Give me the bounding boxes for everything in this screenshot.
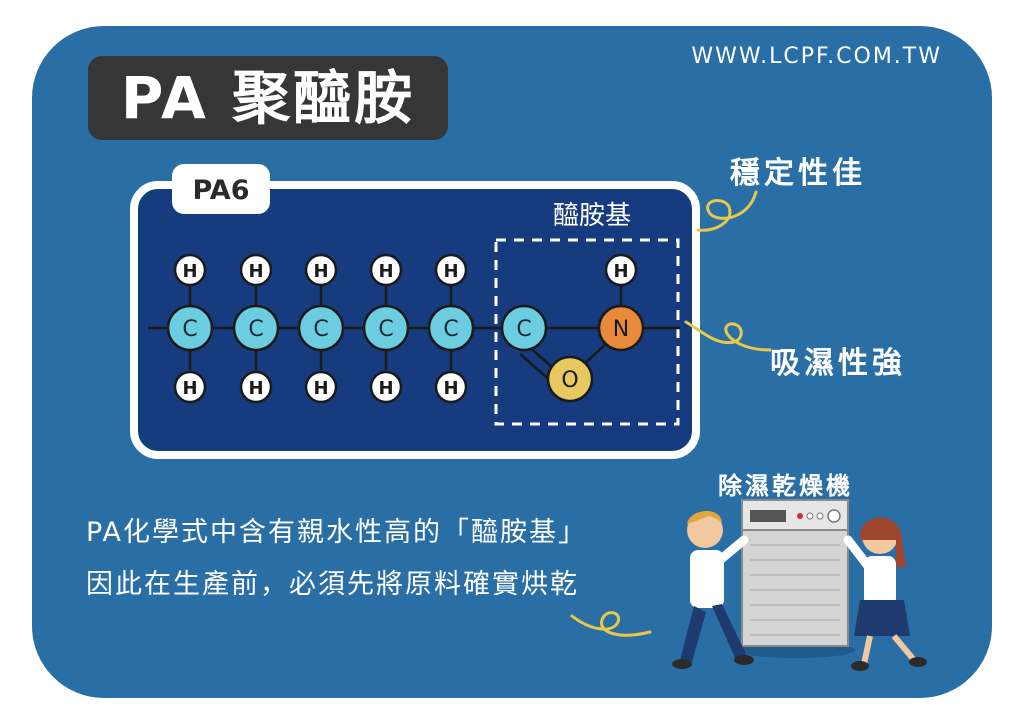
carbon-label: C: [378, 317, 393, 342]
dryer-illustration: [735, 499, 855, 658]
carbon-label: C: [443, 317, 458, 342]
website-url: WWW.LCPF.COM.TW: [691, 44, 942, 69]
carbon-label: C: [313, 317, 328, 342]
description-line-2: 因此在生產前，必須先將原料確實烘乾: [86, 569, 579, 600]
description-line-1: PA化學式中含有親水性高的「醯胺基」: [86, 517, 588, 548]
hydrogen-atom: H: [434, 370, 468, 404]
hydrogen-label: H: [248, 261, 263, 282]
amide-group-label: 醯胺基: [553, 201, 631, 231]
carbon-atom: C: [166, 304, 214, 352]
title-box: [88, 56, 448, 140]
hydrogen-label: H: [182, 261, 197, 282]
amide-group-box: [494, 238, 680, 426]
boy-figure-illustration: [672, 510, 754, 669]
pa6-tab: [172, 164, 270, 214]
carbon-atom: C: [362, 304, 410, 352]
page-title: PA 聚醯胺: [120, 64, 416, 132]
girl-figure-illustration: [843, 517, 927, 671]
nitrogen-atom: N: [597, 304, 645, 352]
hydrogen-atom: H: [304, 253, 338, 287]
hydrogen-atom: H: [369, 253, 403, 287]
carbon-atom: C: [232, 304, 280, 352]
carbon-label: C: [516, 317, 531, 342]
hydrogen-label: H: [378, 261, 393, 282]
hydrogen-label: H: [443, 378, 458, 399]
carbon-label: C: [248, 317, 263, 342]
hydrogen-atom: H: [434, 253, 468, 287]
squiggle-decoration: [696, 190, 758, 232]
squiggle-decoration: [684, 320, 772, 352]
carbon-atom: C: [427, 304, 475, 352]
hydrogen-atom: H: [173, 253, 207, 287]
hygroscopic-label: 吸濕性強: [770, 346, 906, 381]
hydrogen-label: H: [248, 378, 263, 399]
squiggle-decoration: [570, 611, 652, 637]
hydrogen-label: H: [613, 261, 628, 282]
hydrogen-atom: H: [369, 370, 403, 404]
carbon-label: C: [182, 317, 197, 342]
hydrogen-atom: H: [304, 370, 338, 404]
carbon-atom: C: [297, 304, 345, 352]
hydrogen-atom: H: [173, 370, 207, 404]
hydrogen-atom: H: [239, 370, 273, 404]
dryer-label: 除濕乾燥機: [718, 472, 853, 500]
hydrogen-label: H: [182, 378, 197, 399]
oxygen-atom: O: [546, 355, 594, 403]
oxygen-label: O: [561, 368, 578, 393]
hydrogen-label: H: [378, 378, 393, 399]
carbonyl-carbon-atom: C: [500, 304, 548, 352]
nitrogen-label: N: [613, 317, 629, 342]
hydrogen-label: H: [313, 261, 328, 282]
hydrogen-atom: H: [604, 253, 638, 287]
pa6-label: PA6: [193, 175, 250, 206]
hydrogen-atom: H: [239, 253, 273, 287]
no-bond: [583, 343, 607, 365]
hydrogen-label: H: [443, 261, 458, 282]
hydrogen-label: H: [313, 378, 328, 399]
stability-label: 穩定性佳: [730, 156, 866, 191]
